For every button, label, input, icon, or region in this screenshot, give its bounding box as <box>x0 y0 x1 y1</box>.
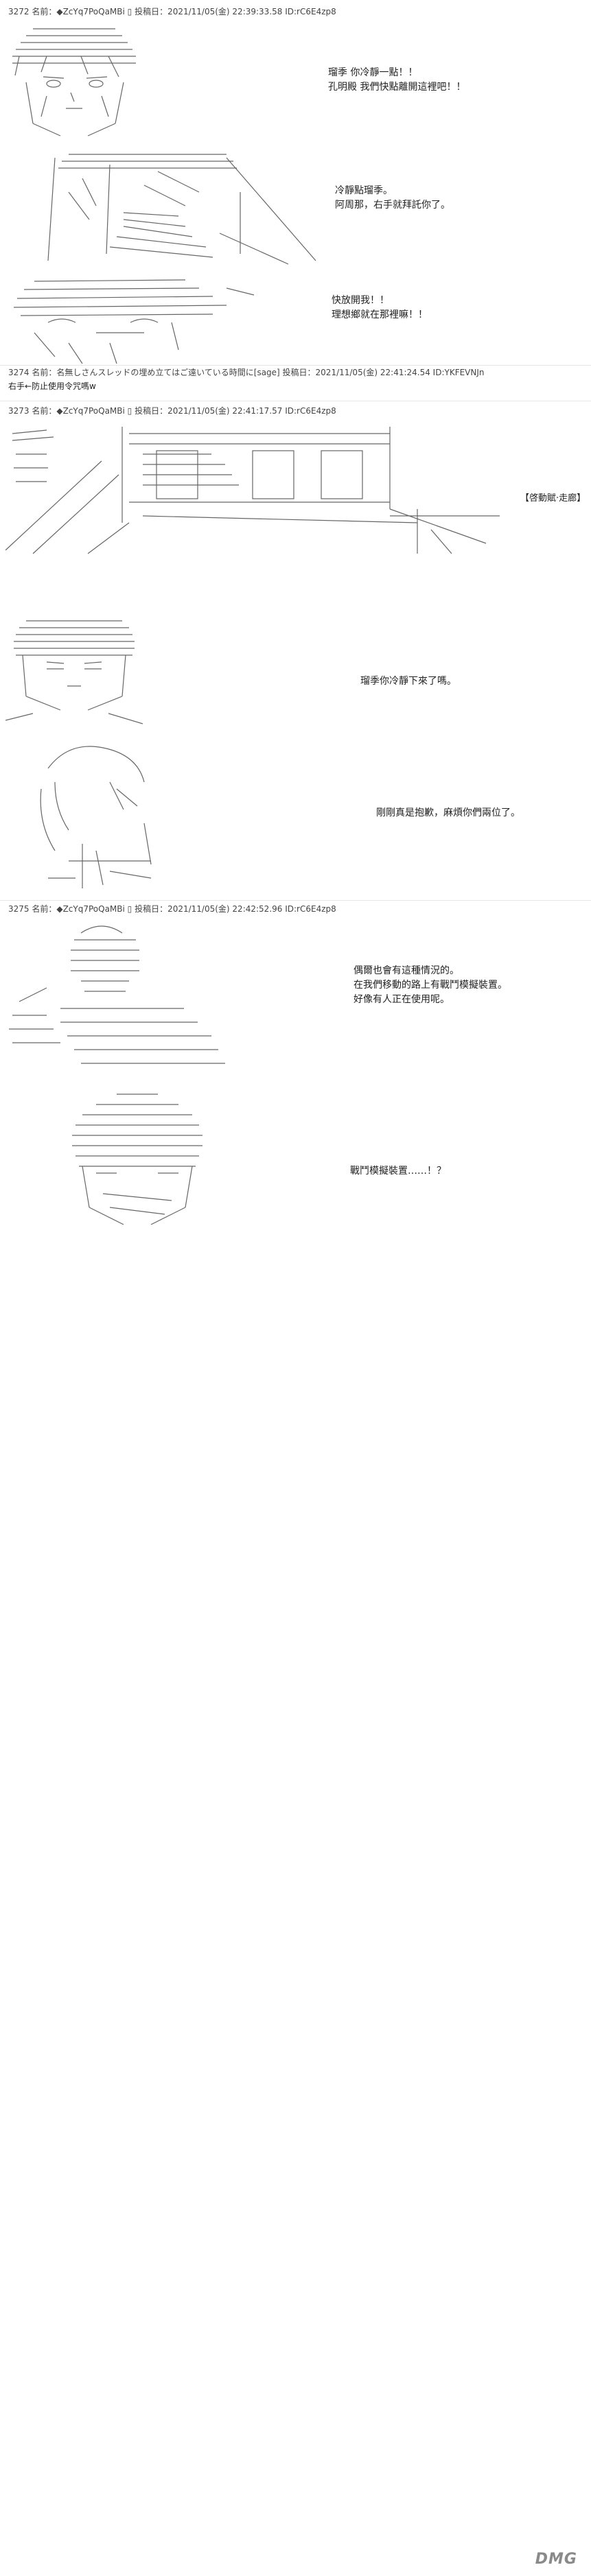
aa-figure-face-2 <box>5 614 143 727</box>
post-separator <box>0 365 591 366</box>
post-separator <box>0 900 591 901</box>
dialog-3273-2: 剛剛真是抱歉，麻煩你們兩位了。 <box>376 806 520 820</box>
hair-lines <box>12 28 136 78</box>
scene-tag: 【啓動賦‧走廊】 <box>520 493 586 504</box>
left-person <box>12 429 54 482</box>
dialog-line: 好像有人正在使用呢。 <box>354 994 450 1005</box>
dialog-line: 理想鄉就在那裡嘛！！ <box>332 309 428 320</box>
aa-figure-explaining <box>5 919 239 1077</box>
dialog-line: 孔明殿 我們快點離開這裡吧！！ <box>328 82 466 93</box>
dialog-line: 在我們移動的路上有戰鬥模擬裝置。 <box>354 980 507 991</box>
aa-figure-bowing <box>27 741 172 892</box>
dialog-line: 瑠季 你冷靜一點！！ <box>328 67 418 78</box>
dialog-line: 偶爾也會有這種情況的。 <box>354 965 459 976</box>
dialog-3273-1: 瑠季你冷靜下來了嗎。 <box>360 674 456 689</box>
dialog-line: 戰鬥模擬裝置……！？ <box>350 1166 446 1177</box>
eyes <box>43 76 108 88</box>
dialog-3275-1: 偶爾也會有這種情況的。 在我們移動的路上有戰鬥模擬裝置。 好像有人正在使用呢。 <box>354 964 507 1007</box>
post-header-3275: 3275 名前：◆ZcYq7PoQaMBi ▯ 投稿日：2021/11/05(金… <box>8 904 336 914</box>
dialog-3272-2: 冷靜點瑠季。 阿周那，右手就拜託你了。 <box>335 184 450 213</box>
aa-figure-held-back <box>41 151 323 268</box>
aa-figure-surprised <box>41 1091 247 1228</box>
aa-figure-struggling <box>7 274 268 367</box>
post-header-3274: 3274 名前：名無しさんスレッドの埋め立てはご遠いている時間に[sage] 投… <box>8 368 485 377</box>
post-comment-3274: 右手←防止使用令咒嗎w <box>8 381 96 391</box>
face-lines <box>25 82 124 137</box>
aa-corridor-scene <box>5 420 500 557</box>
post-header-3272: 3272 名前：◆ZcYq7PoQaMBi ▯ 投稿日：2021/11/05(金… <box>8 7 336 16</box>
site-watermark-logo: DMG <box>535 2551 577 2568</box>
dialog-line: 快放開我！！ <box>332 295 389 306</box>
dialog-line: 瑠季你冷靜下來了嗎。 <box>360 676 456 687</box>
dialog-line: 冷靜點瑠季。 <box>335 185 393 196</box>
dialog-3272-3: 快放開我！！ 理想鄉就在那裡嘛！！ <box>332 294 428 322</box>
dialog-line: 剛剛真是抱歉，麻煩你們兩位了。 <box>376 807 520 818</box>
dialog-3272-1: 瑠季 你冷靜一點！！ 孔明殿 我們快點離開這裡吧！！ <box>328 66 465 95</box>
corridor-lines <box>5 427 500 554</box>
aa-figure-face-1 <box>5 21 143 141</box>
post-header-3273: 3273 名前：◆ZcYq7PoQaMBi ▯ 投稿日：2021/11/05(金… <box>8 406 336 416</box>
dialog-line: 阿周那，右手就拜託你了。 <box>335 200 450 211</box>
dialog-3275-2: 戰鬥模擬裝置……！？ <box>350 1164 446 1179</box>
